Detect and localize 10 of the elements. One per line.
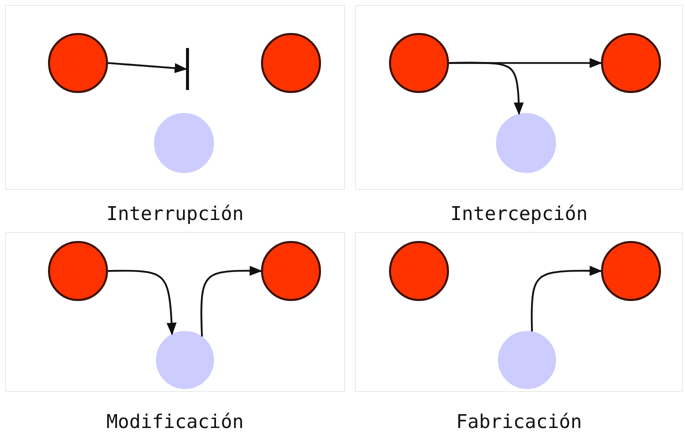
arrow [530, 266, 602, 332]
arrow [108, 270, 177, 336]
barrier-bar [186, 48, 189, 90]
panel-caption: Fabricación [455, 411, 583, 433]
arrow [108, 62, 188, 74]
panel-caption: Interrupción [105, 203, 245, 225]
arrow [200, 266, 262, 337]
panel-caption: Intercepción [449, 203, 589, 225]
arrow [448, 62, 524, 116]
panel-caption: Modificación [105, 411, 245, 433]
